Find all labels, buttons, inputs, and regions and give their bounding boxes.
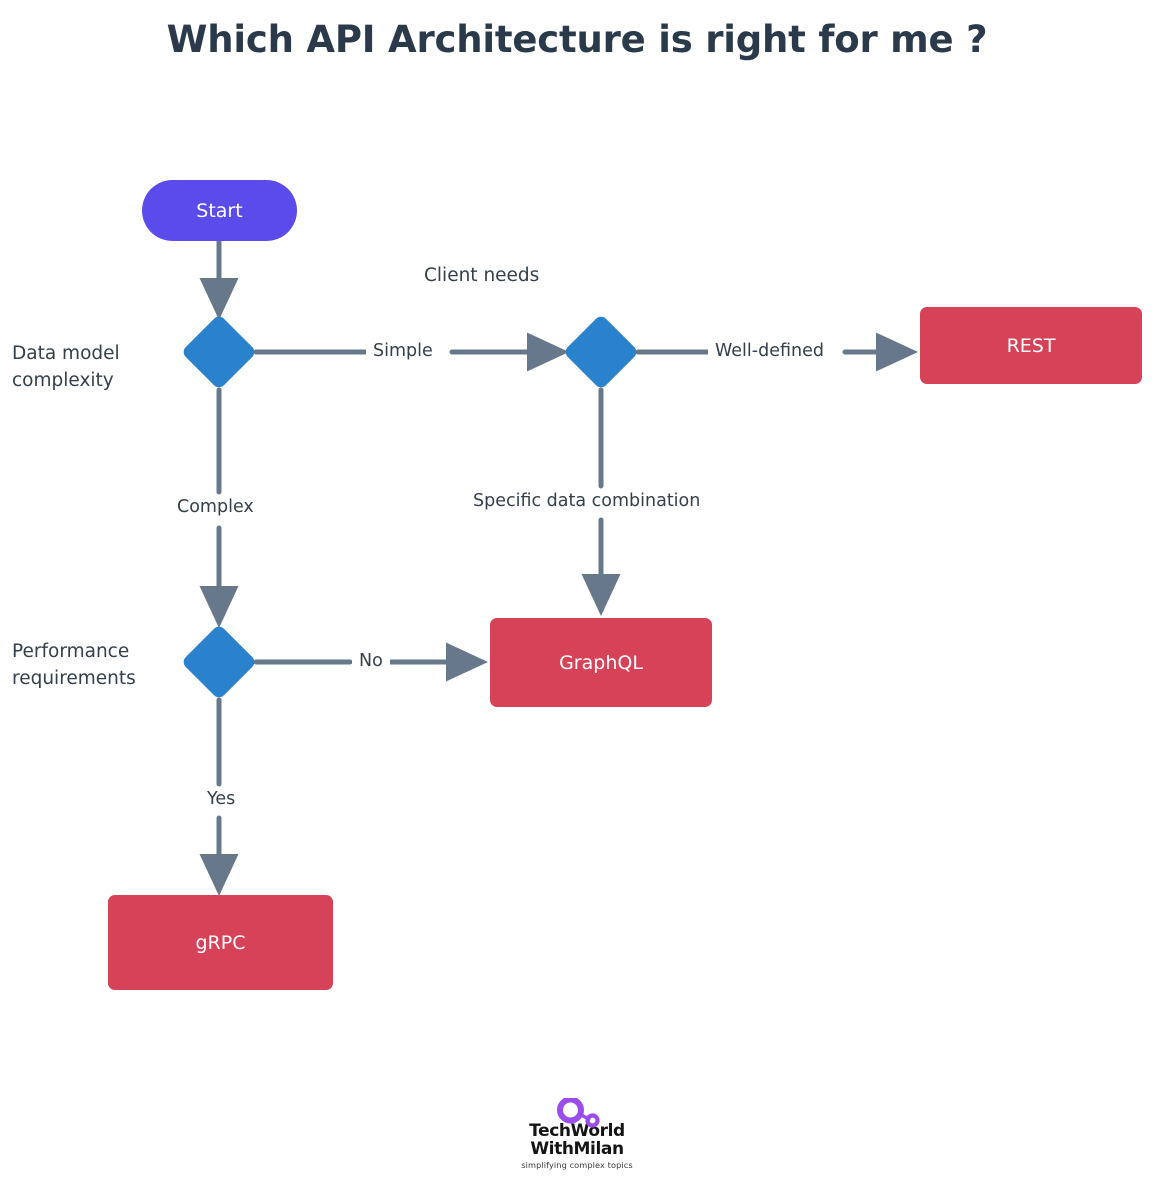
logo-line-2: WithMilan (530, 1139, 624, 1159)
edge-label-well-defined: Well-defined (708, 341, 831, 361)
edge-label-specific-data-combination: Specific data combination (466, 491, 708, 511)
node-decision-client-needs[interactable] (563, 314, 639, 390)
node-decision-performance[interactable] (181, 624, 257, 700)
node-decision-data-model[interactable] (181, 314, 257, 390)
label-performance-requirements: Performance requirements (12, 638, 187, 692)
logo-line-1: TechWorld (529, 1121, 625, 1141)
label-performance-requirements-line2: requirements (12, 668, 136, 689)
label-data-model-complexity-line2: complexity (12, 370, 114, 391)
edge-label-simple: Simple (366, 341, 440, 361)
node-graphql[interactable] (490, 618, 712, 707)
label-data-model-complexity-line1: Data model (12, 343, 120, 364)
edge-label-complex: Complex (170, 497, 261, 517)
techworld-network-icon (557, 1098, 600, 1128)
page-title: Which API Architecture is right for me ? (166, 18, 988, 61)
label-data-model-complexity: Data model complexity (12, 340, 177, 394)
flowchart-svg (108, 180, 1142, 990)
node-grpc[interactable] (108, 895, 333, 990)
logo-tagline: simplifying complex topics (521, 1160, 633, 1170)
label-client-needs-text: Client needs (424, 265, 540, 286)
node-rest[interactable] (920, 307, 1142, 384)
label-performance-requirements-line1: Performance (12, 641, 130, 662)
edge-label-no: No (352, 651, 390, 671)
edge-label-yes: Yes (200, 789, 243, 809)
node-start[interactable] (142, 180, 297, 241)
footer-logo: TechWorld WithMilan simplifying complex … (0, 1098, 1154, 1170)
label-client-needs: Client needs (424, 262, 539, 289)
